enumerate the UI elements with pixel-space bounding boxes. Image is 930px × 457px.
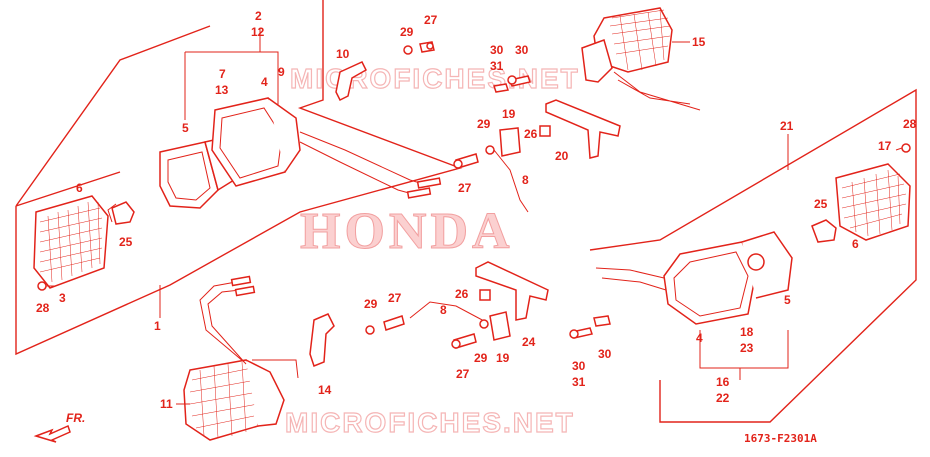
label-21: 21 <box>780 119 794 133</box>
label-30-top-a: 30 <box>490 43 504 57</box>
label-26-top: 26 <box>524 127 538 141</box>
label-25-left: 25 <box>119 235 133 249</box>
rear-right-housing <box>595 231 793 325</box>
label-29-mid: 29 <box>477 117 491 131</box>
label-23: 23 <box>740 341 754 355</box>
front-left-group-outline <box>15 0 463 356</box>
label-8-bottom: 8 <box>440 303 447 317</box>
bolts-30-31-bottom <box>569 315 611 339</box>
direction-label: FR. <box>66 411 85 425</box>
front-left-bulb <box>107 201 135 225</box>
stay-8-top <box>485 145 529 213</box>
rear-left-lamp-11 <box>183 275 299 441</box>
rear-right-bulb <box>811 219 837 243</box>
label-8-top: 8 <box>522 173 529 187</box>
label-3: 3 <box>59 291 66 305</box>
label-17: 17 <box>878 139 892 153</box>
label-9: 9 <box>278 65 285 79</box>
label-22: 22 <box>716 391 730 405</box>
bolt-27-bottom-mid <box>451 333 477 349</box>
label-6-left: 6 <box>76 181 83 195</box>
label-30-bottom-b: 30 <box>598 347 612 361</box>
bolt-27-top-mid <box>453 153 479 169</box>
label-27-bottom-left: 27 <box>388 291 402 305</box>
label-19-bottom: 19 <box>496 351 510 365</box>
label-30-top-b: 30 <box>515 43 529 57</box>
honda-watermark: HONDA <box>300 203 514 260</box>
group-2-bracket <box>184 28 279 120</box>
label-28-left: 28 <box>36 301 50 315</box>
label-27-bottom-mid: 27 <box>456 367 470 381</box>
bracket-10 <box>335 61 367 102</box>
label-5-right: 5 <box>784 293 791 307</box>
label-12: 12 <box>251 25 265 39</box>
label-26-bottom: 26 <box>455 287 469 301</box>
label-27-mid: 27 <box>458 181 472 195</box>
stay-8-bottom <box>409 301 489 329</box>
group-16-bracket <box>699 330 789 380</box>
label-29-top: 29 <box>400 25 414 39</box>
label-25-right: 25 <box>814 197 828 211</box>
bracket-24 <box>475 261 549 321</box>
label-5: 5 <box>182 121 189 135</box>
bolts-30-31-top <box>493 75 531 93</box>
label-29-bottom-mid: 29 <box>474 351 488 365</box>
grommet-26-bottom <box>479 289 491 301</box>
label-10: 10 <box>336 47 350 61</box>
site-watermark-top: MICROFICHES.NET <box>290 63 580 94</box>
front-left-outer-lens <box>33 195 109 289</box>
label-19-top: 19 <box>502 107 516 121</box>
label-4-right: 4 <box>696 331 703 345</box>
label-13: 13 <box>215 83 229 97</box>
label-30-bottom-a: 30 <box>572 359 586 373</box>
bracket-14 <box>309 313 335 367</box>
label-20: 20 <box>555 149 569 163</box>
rear-lamp-15 <box>581 7 701 111</box>
label-1: 1 <box>154 319 161 333</box>
diagram-code: 1673-F2301A <box>744 432 817 445</box>
bracket-19-top <box>499 127 521 157</box>
label-16: 16 <box>716 375 730 389</box>
label-29-bottom-left: 29 <box>364 297 378 311</box>
bracket-19-bottom <box>489 311 511 341</box>
site-watermark-bottom: MICROFICHES.NET <box>285 407 575 438</box>
bracket-20 <box>545 99 621 159</box>
label-4: 4 <box>261 75 268 89</box>
label-6-right: 6 <box>852 237 859 251</box>
label-14: 14 <box>318 383 332 397</box>
rear-right-outer-lens <box>835 163 911 241</box>
label-11: 11 <box>160 397 173 411</box>
label-31-bottom: 31 <box>572 375 586 389</box>
label-15: 15 <box>692 35 706 49</box>
screw-28-right <box>895 143 911 153</box>
bolt-27-bottom-left <box>365 315 405 335</box>
label-7: 7 <box>219 67 226 81</box>
label-24: 24 <box>522 335 536 349</box>
grommet-26-top <box>539 125 551 137</box>
label-31-top: 31 <box>490 59 504 73</box>
label-27-top: 27 <box>424 13 438 27</box>
label-28-right: 28 <box>903 117 917 131</box>
bolt-27-washer-29-top <box>403 41 435 55</box>
front-left-housing <box>211 97 442 199</box>
label-18: 18 <box>740 325 754 339</box>
label-2: 2 <box>255 9 262 23</box>
screw-28-left <box>37 281 56 291</box>
rear-right-group-outline <box>589 88 917 423</box>
front-direction-arrow-icon <box>33 424 71 443</box>
